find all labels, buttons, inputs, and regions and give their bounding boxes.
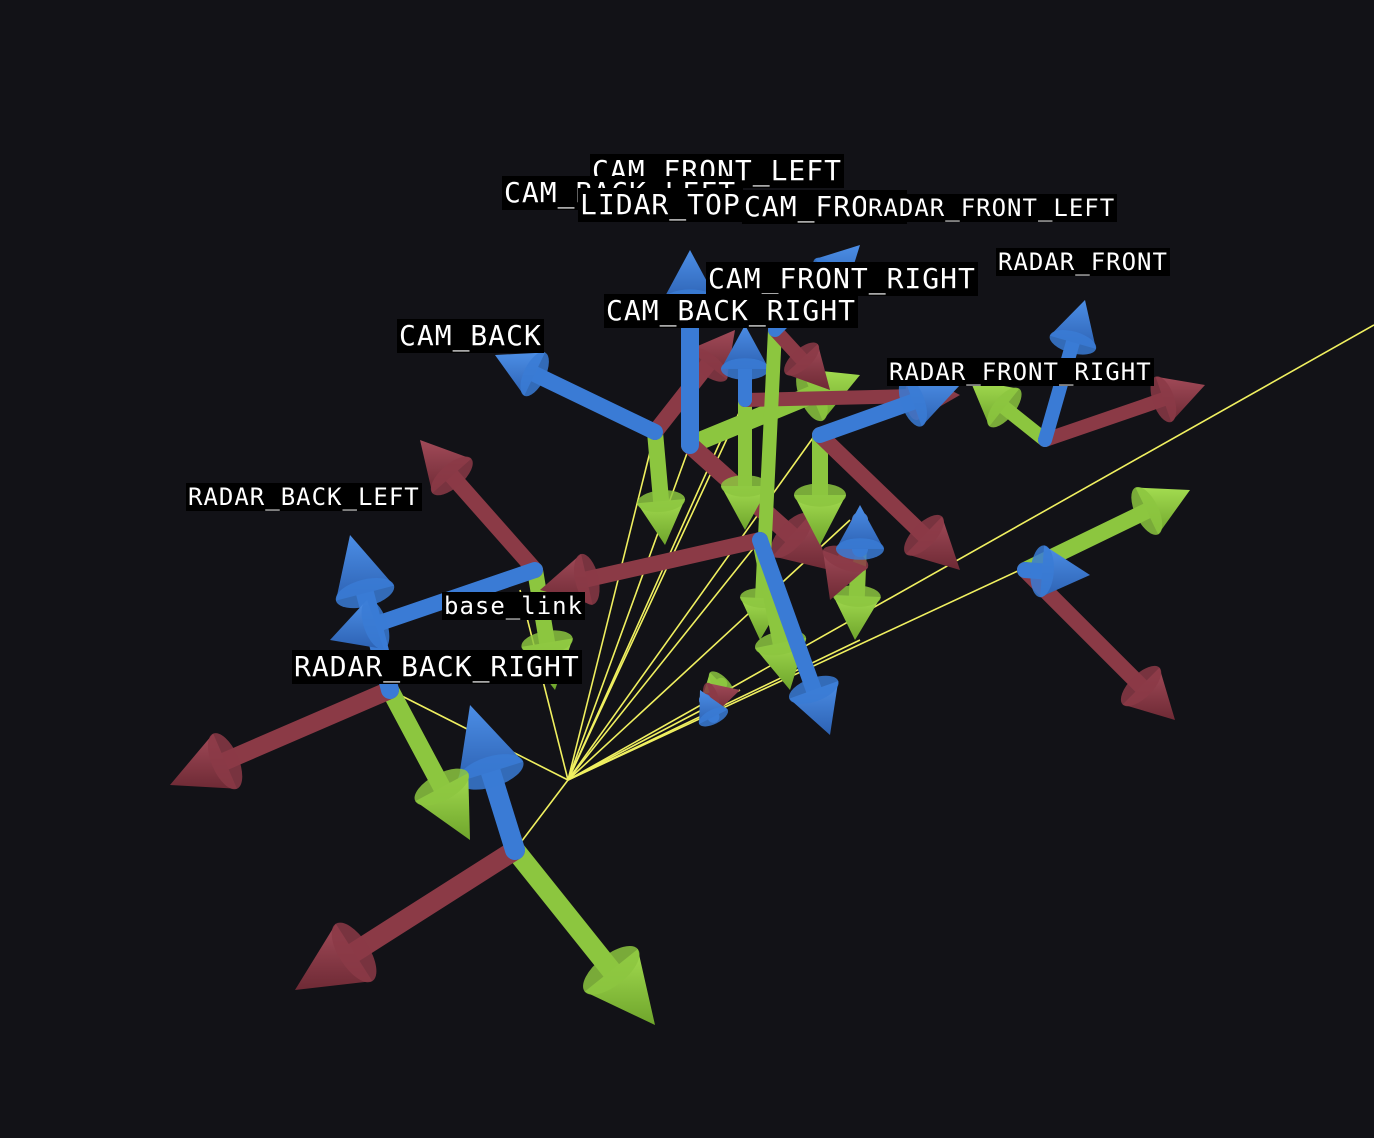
z-axis-shaft bbox=[752, 532, 822, 698]
y-axis-arrowhead bbox=[794, 495, 846, 545]
z-axis-cone-base bbox=[1030, 545, 1054, 598]
z-axis-shaft bbox=[812, 393, 921, 443]
y-axis-arrowhead bbox=[721, 486, 769, 530]
frame-label-base-link[interactable]: base_link bbox=[442, 592, 586, 620]
z-axis-cone-base bbox=[698, 707, 729, 727]
y-axis-cone-base bbox=[987, 387, 1022, 428]
y-axis-cone-base bbox=[583, 945, 640, 995]
z-axis-arrowhead bbox=[836, 505, 884, 549]
frame-label-radar-back-right[interactable]: RADAR_BACK_RIGHT bbox=[292, 650, 582, 684]
frame-label-radar-front[interactable]: RADAR_FRONT bbox=[996, 248, 1170, 276]
z-axis-cone-base bbox=[836, 538, 884, 560]
tf-frame-axes-1 bbox=[170, 535, 470, 840]
z-axis-cone-base bbox=[457, 754, 524, 790]
frame-label-cam-front-right[interactable]: CAM_FRONT_RIGHT bbox=[706, 262, 978, 296]
y-axis-cone-base bbox=[521, 630, 573, 655]
tf-frame-axes-9 bbox=[822, 505, 884, 640]
tf-link-line bbox=[567, 431, 656, 781]
y-axis-cone-base bbox=[1131, 486, 1163, 535]
x-axis-shaft bbox=[443, 467, 543, 578]
y-axis-shaft bbox=[381, 681, 451, 797]
tf-link-line bbox=[567, 419, 731, 781]
x-axis-cone-base bbox=[1150, 376, 1177, 423]
y-axis-shaft bbox=[647, 424, 670, 510]
tf-link-line bbox=[519, 589, 569, 781]
x-axis-cone-base bbox=[904, 514, 944, 556]
x-axis-arrowhead bbox=[785, 344, 830, 390]
frame-label-radar-front-left[interactable]: RADAR_FRONT_LEFT bbox=[866, 194, 1118, 222]
y-axis-shaft bbox=[505, 840, 622, 981]
x-axis-cone-base bbox=[1120, 665, 1162, 707]
y-axis-arrowhead bbox=[832, 595, 881, 640]
frame-label-radar-back-left[interactable]: RADAR_BACK_LEFT bbox=[186, 483, 422, 511]
x-axis-cone-base bbox=[207, 733, 243, 790]
z-axis-cone-base bbox=[335, 578, 395, 609]
tf-link-line bbox=[514, 779, 569, 851]
x-axis-shaft bbox=[1038, 392, 1171, 447]
z-axis-cone-base bbox=[788, 675, 839, 704]
tf-frame-axes-12 bbox=[698, 671, 740, 727]
frame-label-cam-back-right[interactable]: CAM_BACK_RIGHT bbox=[604, 294, 859, 328]
z-axis-cone-base bbox=[721, 358, 769, 380]
tf-frame-axes bbox=[170, 245, 1205, 1025]
y-axis-cone-base bbox=[794, 483, 846, 507]
x-axis-shaft bbox=[812, 427, 933, 544]
y-axis-arrowhead bbox=[584, 949, 655, 1025]
x-axis-shaft bbox=[578, 532, 768, 588]
tf-frame-axes-6 bbox=[794, 377, 960, 570]
y-axis-cone-base bbox=[414, 768, 469, 806]
z-axis-cone-base bbox=[520, 351, 549, 397]
x-axis-shaft bbox=[216, 681, 399, 771]
tf-frame-axes-8 bbox=[540, 532, 839, 735]
z-axis-arrowhead bbox=[662, 250, 718, 302]
tf-frame-axes-0 bbox=[295, 705, 655, 1025]
tf-link-line bbox=[567, 539, 761, 781]
y-axis-cone-base bbox=[832, 585, 881, 607]
x-axis-cone-base bbox=[784, 342, 820, 376]
frame-label-lidar-top[interactable]: LIDAR_TOP bbox=[578, 188, 743, 222]
x-axis-cone-base bbox=[331, 922, 377, 983]
z-axis-cone-base bbox=[361, 599, 390, 650]
tf-frame-axes-11 bbox=[970, 300, 1205, 447]
z-axis-shaft bbox=[526, 366, 663, 440]
frame-label-cam-back[interactable]: CAM_BACK bbox=[397, 319, 544, 353]
x-axis-shaft bbox=[344, 840, 525, 963]
x-axis-cone-base bbox=[430, 456, 473, 496]
tf-frame-axes-3 bbox=[495, 330, 735, 545]
z-axis-cone-base bbox=[898, 377, 927, 427]
z-axis-arrowhead bbox=[721, 325, 769, 369]
z-axis-cone-base bbox=[1049, 330, 1097, 355]
y-axis-cone-base bbox=[637, 490, 686, 513]
x-axis-cone-base bbox=[770, 512, 813, 558]
x-axis-cone-base bbox=[822, 545, 869, 572]
frame-label-radar-front-right[interactable]: RADAR_FRONT_RIGHT bbox=[887, 358, 1154, 386]
tf-frame-axes-10 bbox=[1017, 486, 1190, 720]
y-axis-cone-base bbox=[721, 475, 769, 497]
x-axis-arrowhead bbox=[905, 516, 960, 570]
